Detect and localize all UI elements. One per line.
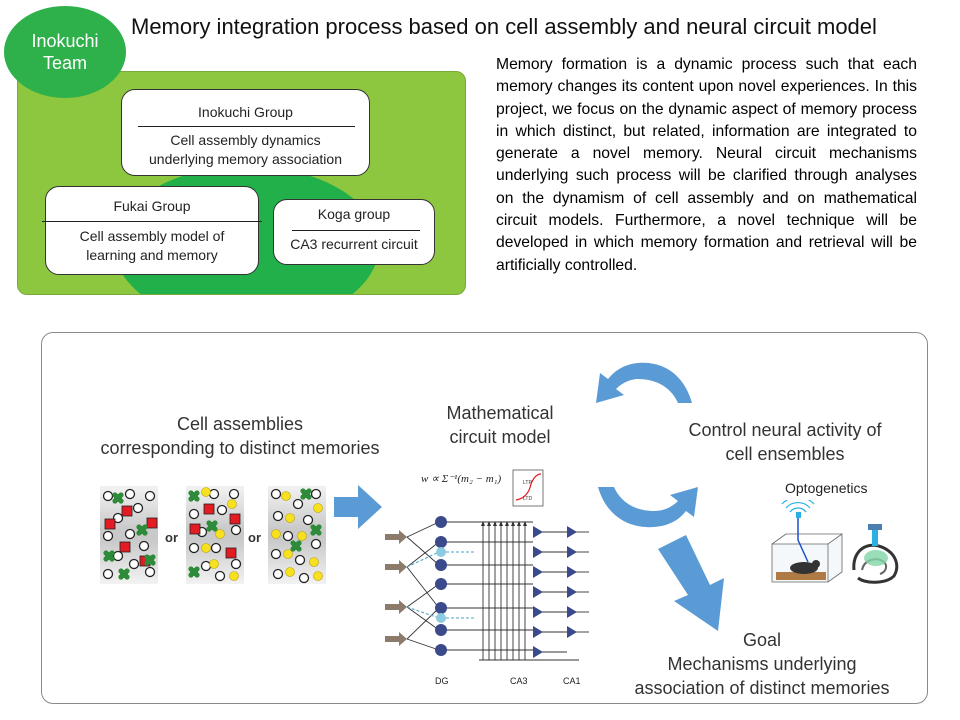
page-title: Memory integration process based on cell…	[131, 14, 877, 39]
group-desc-line: Cell assembly dynamics	[170, 132, 321, 148]
label-line: Control neural activity of	[688, 420, 882, 440]
region-label-ca3: CA3	[510, 676, 528, 686]
goal-label: Goal Mechanisms underlying association o…	[612, 628, 912, 700]
ltd-label: LTD	[523, 496, 532, 502]
cell-assembly-panels	[100, 486, 326, 584]
label-line: Mathematical	[446, 403, 554, 423]
or-label: or	[248, 530, 261, 545]
or-label: or	[165, 530, 178, 545]
recurrent-arrowheads	[481, 521, 527, 526]
group-box-fukai: Fukai Group Cell assembly model of learn…	[42, 186, 262, 275]
control-label: Control neural activity of cell ensemble…	[670, 418, 900, 466]
group-divider	[42, 221, 262, 222]
math-model-label: Mathematical circuit model	[420, 401, 580, 449]
plasticity-plot: LTP LTD	[512, 469, 544, 507]
group-divider	[138, 126, 355, 127]
team-name-line2: Team	[42, 53, 87, 73]
optogenetics-label: Optogenetics	[785, 480, 868, 496]
group-box-koga: Koga group CA3 recurrent circuit	[273, 199, 435, 265]
region-label-dg: DG	[435, 676, 449, 686]
ca1-neurons	[567, 526, 577, 638]
dg-neurons-inactive	[436, 547, 446, 623]
goal-arrow-icon	[658, 535, 724, 631]
team-name-line1: Inokuchi	[31, 31, 99, 51]
ltp-label: LTP	[523, 480, 532, 486]
label-line: Mechanisms underlying	[667, 654, 857, 674]
cell-panel-1	[100, 486, 158, 584]
arrow-to-model-icon	[334, 485, 382, 529]
input-arrows	[385, 530, 407, 646]
region-label-ca1: CA1	[563, 676, 581, 686]
cycle-arrows-icon	[596, 362, 698, 528]
ca3-neurons	[533, 526, 543, 658]
dashed-connections	[406, 551, 475, 619]
diagram-panel	[41, 332, 928, 704]
label-line: Cell assemblies	[176, 414, 304, 434]
group-desc-line: Cell assembly model of	[79, 228, 225, 244]
group-desc-line: underlying memory association	[149, 151, 342, 167]
group-name: Fukai Group	[113, 198, 191, 214]
label-line: Goal	[742, 630, 782, 650]
cell-panel-3	[268, 486, 326, 584]
group-name: Inokuchi Group	[198, 104, 293, 120]
optogenetics-illustration	[771, 500, 906, 586]
formula-text: w ∝ Σ⁻¹(m₂ − m₁)	[421, 473, 501, 485]
project-description: Memory formation is a dynamic process su…	[496, 56, 917, 274]
connection-lines	[406, 521, 589, 661]
group-desc-line: CA3 recurrent circuit	[290, 236, 418, 252]
label-line: circuit model	[449, 427, 551, 447]
label-line: association of distinct memories	[634, 678, 890, 698]
label-line: corresponding to distinct memories	[100, 438, 380, 458]
group-name: Koga group	[317, 206, 391, 222]
group-divider	[292, 230, 420, 231]
circuit-model-figure: w ∝ Σ⁻¹(m₂ − m₁) LTP LTD	[383, 460, 623, 690]
dg-neurons	[435, 516, 447, 656]
team-badge: Inokuchi Team	[4, 6, 126, 98]
group-desc-line: learning and memory	[86, 247, 218, 263]
cell-assemblies-label: Cell assemblies corresponding to distinc…	[75, 412, 405, 460]
label-line: cell ensembles	[725, 444, 845, 464]
group-panel: Inokuchi Group Cell assembly dynamics un…	[17, 71, 466, 295]
group-box-inokuchi: Inokuchi Group Cell assembly dynamics un…	[121, 89, 370, 176]
cell-panel-2	[186, 486, 244, 584]
